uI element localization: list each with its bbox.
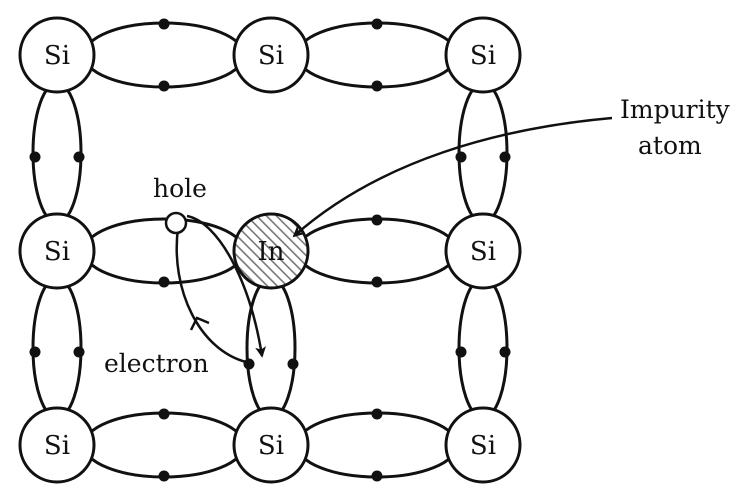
bond-electron [158, 276, 170, 288]
bond-electron [371, 470, 383, 482]
bond-electron [73, 346, 85, 358]
bond-vertical [31, 276, 83, 420]
bond-vertical [31, 81, 83, 225]
bond-electron [158, 18, 170, 30]
atom-top-right: Si [444, 16, 522, 94]
bond-electron [371, 18, 383, 30]
atom-middle-left: Si [18, 212, 96, 290]
bond-electron [158, 408, 170, 420]
bond-electron [158, 80, 170, 92]
bond-electron [29, 151, 41, 163]
bond-horizontal [82, 217, 246, 285]
atom-top-middle: Si [232, 16, 310, 94]
bond-electron [455, 346, 467, 358]
hole-circle [164, 211, 188, 235]
impurity-pointer-arrow [292, 116, 613, 238]
atom-label: Si [470, 431, 496, 461]
bond-electron [158, 470, 170, 482]
bond-electrons [29, 18, 511, 482]
atom-label: Si [470, 41, 496, 71]
bond-horizontal [82, 21, 246, 89]
atom-label: Si [44, 41, 70, 71]
bond-electron [287, 358, 299, 370]
atom-label: Si [470, 237, 496, 267]
bond-electron [29, 346, 41, 358]
bond-electron [499, 346, 511, 358]
bond-electron [499, 151, 511, 163]
bond-vertical [457, 81, 509, 225]
impurity-label-line1: Impurity [620, 95, 731, 124]
bond-electron [371, 276, 383, 288]
electron-path-arrow [175, 227, 247, 364]
bond-electron [371, 408, 383, 420]
bond-vertical [245, 276, 297, 420]
bond-electron [243, 358, 255, 370]
atom-bottom-middle: Si [232, 406, 310, 484]
hole-annotation: hole electron [104, 174, 267, 378]
atom-label: Si [258, 41, 284, 71]
atom-label: Si [44, 237, 70, 267]
hole-label: hole [153, 174, 207, 203]
bond-vertical [457, 276, 509, 420]
electron-arrow-tick [189, 316, 210, 331]
bond-horizontal [295, 411, 459, 479]
atom-label: Si [258, 431, 284, 461]
atom-label: Si [44, 431, 70, 461]
bond-horizontal [295, 21, 459, 89]
bond-electron [455, 151, 467, 163]
impurity-label-line2: atom [638, 131, 702, 160]
bond-horizontal [82, 411, 246, 479]
electron-label: electron [104, 349, 209, 378]
bond-horizontal [295, 217, 459, 285]
bond-electron [371, 80, 383, 92]
impurity-annotation: Impurity atom [292, 95, 731, 238]
atom-bottom-right: Si [444, 406, 522, 484]
atom-top-left: Si [18, 16, 96, 94]
bond-electron [73, 151, 85, 163]
atom-bottom-left: Si [18, 406, 96, 484]
impurity-atom-indium: In [232, 212, 310, 290]
atom-middle-right: Si [444, 212, 522, 290]
atom-label: In [257, 237, 284, 267]
bond-electron [371, 214, 383, 226]
hole-to-bond-arrow [186, 214, 267, 358]
